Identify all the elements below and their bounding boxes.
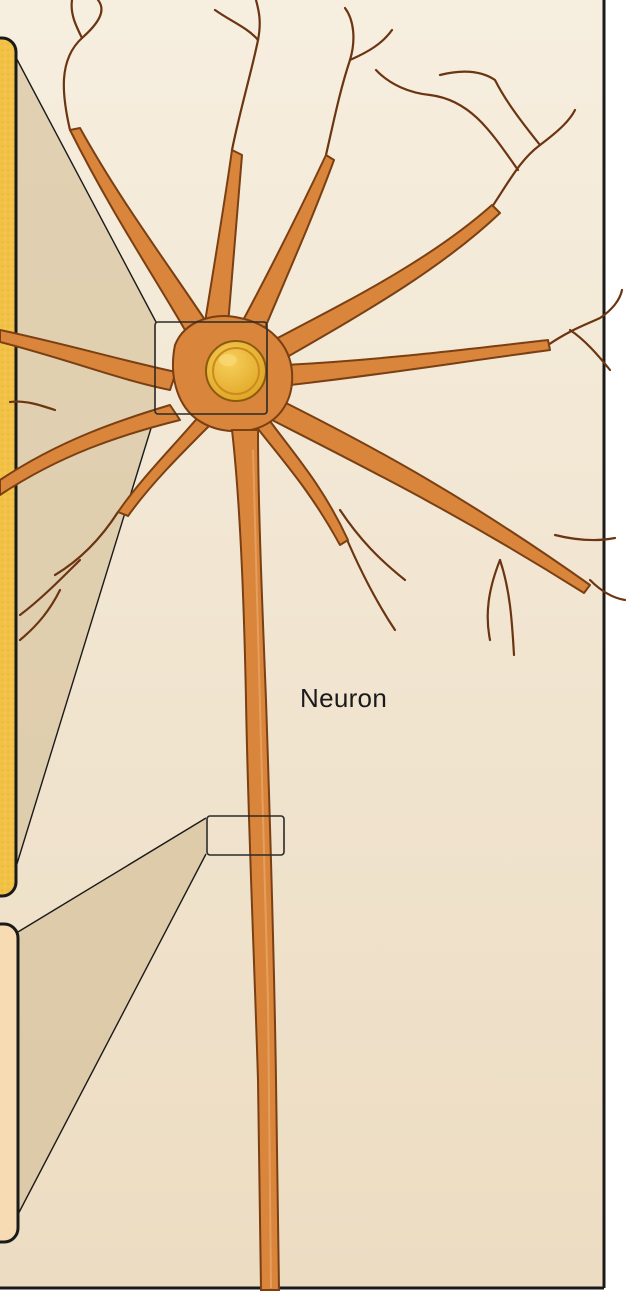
soma-detail-panel <box>0 38 16 896</box>
axon-detail-panel <box>0 924 18 1242</box>
nucleus <box>206 341 266 401</box>
neuron-label: Neuron <box>300 683 387 714</box>
